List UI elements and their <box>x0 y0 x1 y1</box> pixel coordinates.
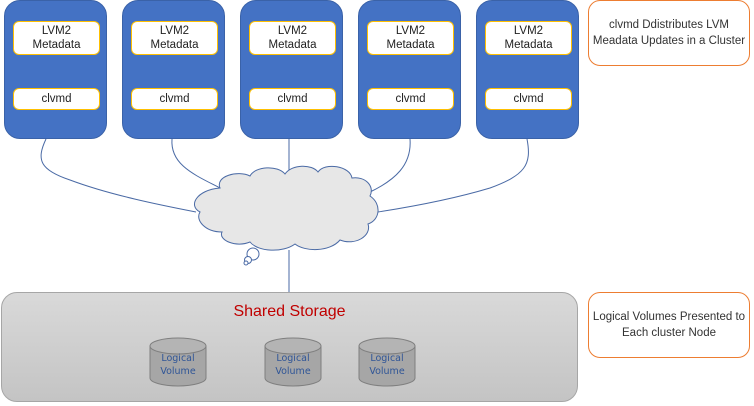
storage-title: Shared Storage <box>233 303 346 320</box>
lvm2-metadata-box: LVM2 Metadata <box>131 21 218 55</box>
clvmd-box: clvmd <box>131 88 218 110</box>
volume-label: Logical Volume <box>160 353 196 377</box>
lvm2-metadata-box: LVM2 Metadata <box>249 21 336 55</box>
cluster-node-1: LVM2 Metadata clvmd <box>4 0 107 139</box>
cylinder-icon <box>358 337 416 387</box>
clvmd-box: clvmd <box>485 88 572 110</box>
volume-label: Logical Volume <box>369 353 405 377</box>
link-node-5 <box>377 138 529 213</box>
cloud-icon <box>194 165 379 266</box>
cluster-node-2: LVM2 Metadata clvmd <box>122 0 225 139</box>
link-node-2 <box>171 138 221 189</box>
lvm2-metadata-box: LVM2 Metadata <box>485 21 572 55</box>
link-node-1 <box>40 138 197 213</box>
clvmd-box: clvmd <box>13 88 100 110</box>
cylinder-icon <box>149 337 207 387</box>
logical-volume-2: Logical Volume <box>264 337 322 387</box>
link-node-4 <box>369 138 411 193</box>
cylinder-icon <box>264 337 322 387</box>
note-logical-volumes: Logical Volumes Presented to Each cluste… <box>588 292 750 358</box>
logical-volume-1: Logical Volume <box>149 337 207 387</box>
cluster-node-4: LVM2 Metadata clvmd <box>358 0 461 139</box>
lvm2-metadata-box: LVM2 Metadata <box>13 21 100 55</box>
clvmd-box: clvmd <box>367 88 454 110</box>
cluster-node-3: LVM2 Metadata clvmd <box>240 0 343 139</box>
clvmd-box: clvmd <box>249 88 336 110</box>
shared-storage: Shared Storage Logical Volume Logical Vo… <box>1 292 578 402</box>
cluster-node-5: LVM2 Metadata clvmd <box>476 0 579 139</box>
lvm2-metadata-box: LVM2 Metadata <box>367 21 454 55</box>
logical-volume-3: Logical Volume <box>358 337 416 387</box>
note-clvmd-distribution: clvmd Ddistributes LVM Meadata Updates i… <box>588 0 750 66</box>
volume-label: Logical Volume <box>275 353 311 377</box>
